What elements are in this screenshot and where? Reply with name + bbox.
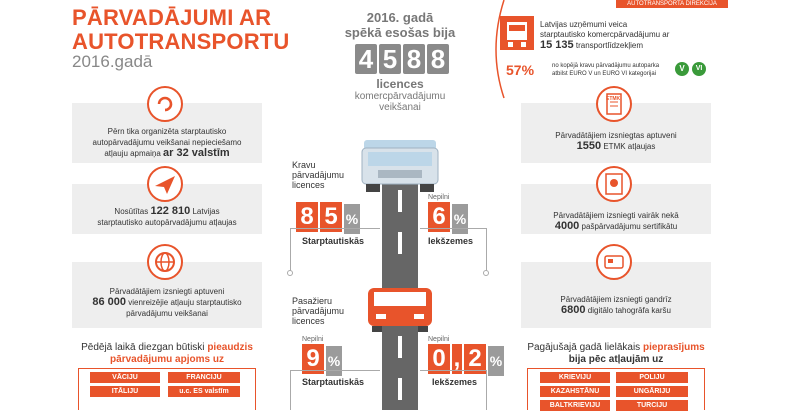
country-tag: KAZAHSTĀNU — [540, 386, 610, 397]
percent-sign: % — [326, 346, 342, 376]
country-box — [527, 368, 705, 410]
panel-text: Nosūtītas 122 810 Latvijas starptautisko… — [97, 205, 237, 228]
digit: 6 — [428, 202, 450, 232]
panel-text: Pārvadātājiem izsniegtas aptuveni 1550 E… — [555, 131, 677, 152]
globe-icon — [147, 244, 183, 280]
euro-v-badge: V — [675, 62, 689, 76]
panel-text: Pērn tika organizēta starptautisko autop… — [92, 127, 242, 159]
freight-dom-percent: 6% — [428, 202, 468, 234]
card-icon — [596, 244, 632, 280]
passenger-dom-note: Nepilni — [428, 336, 450, 343]
connector-line — [420, 228, 486, 229]
digit: , — [452, 344, 462, 374]
country-tag: KRIEVIJU — [540, 372, 610, 383]
digit: 8 — [296, 202, 318, 232]
connector-line — [290, 228, 380, 229]
connector-line — [290, 370, 291, 410]
country-tag: ITĀLIJU — [90, 386, 160, 397]
panel-text: Pārvadātājiem izsniegti vairāk nekā 4000… — [553, 211, 679, 232]
road-dash — [398, 378, 402, 400]
panel-text: Pārvadātājiem izsniegti gandrīz 6800 dig… — [560, 295, 672, 316]
euro-percent: 57% — [506, 62, 535, 78]
digit: 8 — [403, 44, 425, 74]
year-subtitle: 2016.gadā — [72, 52, 153, 71]
connector-dot — [483, 270, 489, 276]
ecmt-label: ETMK — [606, 96, 621, 102]
center-intro: 2016. gadā spēkā esošas bija — [344, 10, 456, 40]
country-tag: BALTKRIEVIJU — [540, 400, 610, 411]
digit: 2 — [464, 344, 486, 374]
road-dash — [398, 190, 402, 212]
bus-icon — [368, 288, 432, 332]
digit: 5 — [320, 202, 342, 232]
digit: 5 — [379, 44, 401, 74]
right-top-text: Latvijas uzņēmumi veica starptautisko ko… — [540, 20, 670, 51]
left-bottom-heading: Pēdējā laikā diezgan būtiski pieaudzis p… — [81, 342, 253, 365]
digit: 4 — [355, 44, 377, 74]
orange-curve — [495, 0, 505, 99]
passenger-dom-percent: 0,2% — [428, 344, 504, 376]
freight-dom-note: Nepilni — [428, 194, 450, 201]
truck-icon — [361, 140, 439, 192]
licence-caption: licences komercpārvadājumu veikšanai — [354, 77, 446, 113]
freight-intl-label: Starptautiskās — [302, 236, 365, 246]
passenger-intl-label: Starptautiskās — [302, 377, 365, 387]
passenger-dom-label: Iekšzemes — [432, 377, 478, 387]
country-tag: VĀCIJU — [90, 372, 160, 383]
connector-line — [290, 370, 380, 371]
truck-front-icon — [500, 16, 534, 50]
connector-line — [486, 228, 487, 272]
percent-sign: % — [452, 204, 468, 234]
road-dash — [398, 336, 402, 358]
country-tag: u.c. ES valstīm — [168, 386, 240, 397]
percent-sign: % — [344, 204, 360, 234]
connector-line — [486, 370, 487, 410]
country-tag: UNGĀRIJU — [616, 386, 688, 397]
document-icon — [596, 86, 632, 122]
panel-text: Pārvadātājiem izsniegti aptuveni 86 000 … — [92, 287, 242, 318]
digit: 9 — [302, 344, 324, 374]
euro-vi-badge: VI — [692, 62, 706, 76]
digit: 8 — [427, 44, 449, 74]
passenger-intl-percent: 9% — [302, 344, 342, 376]
country-tag: TURCIJU — [616, 400, 688, 411]
road-dash — [398, 232, 402, 254]
connector-dot — [287, 270, 293, 276]
connector-line — [290, 228, 291, 272]
connector-line — [420, 370, 486, 371]
country-tag: FRANCIJU — [168, 372, 240, 383]
percent-sign: % — [488, 346, 504, 376]
agency-badge: AUTOTRANSPORTA DIREKCIJA — [616, 0, 728, 8]
certificate-icon — [596, 166, 632, 202]
right-bottom-heading: Pagājušajā gadā lielākais pieprasījums b… — [527, 342, 705, 365]
passenger-intl-note: Nepilni — [302, 336, 324, 343]
country-box — [78, 368, 256, 410]
refresh-icon — [147, 86, 183, 122]
send-icon — [147, 166, 183, 202]
freight-dom-label: Iekšzemes — [428, 236, 474, 246]
country-tag: POLIJU — [616, 372, 688, 383]
digit: 0 — [428, 344, 450, 374]
page-title: PĀRVADĀJUMI AR AUTOTRANSPORTU — [72, 5, 290, 54]
